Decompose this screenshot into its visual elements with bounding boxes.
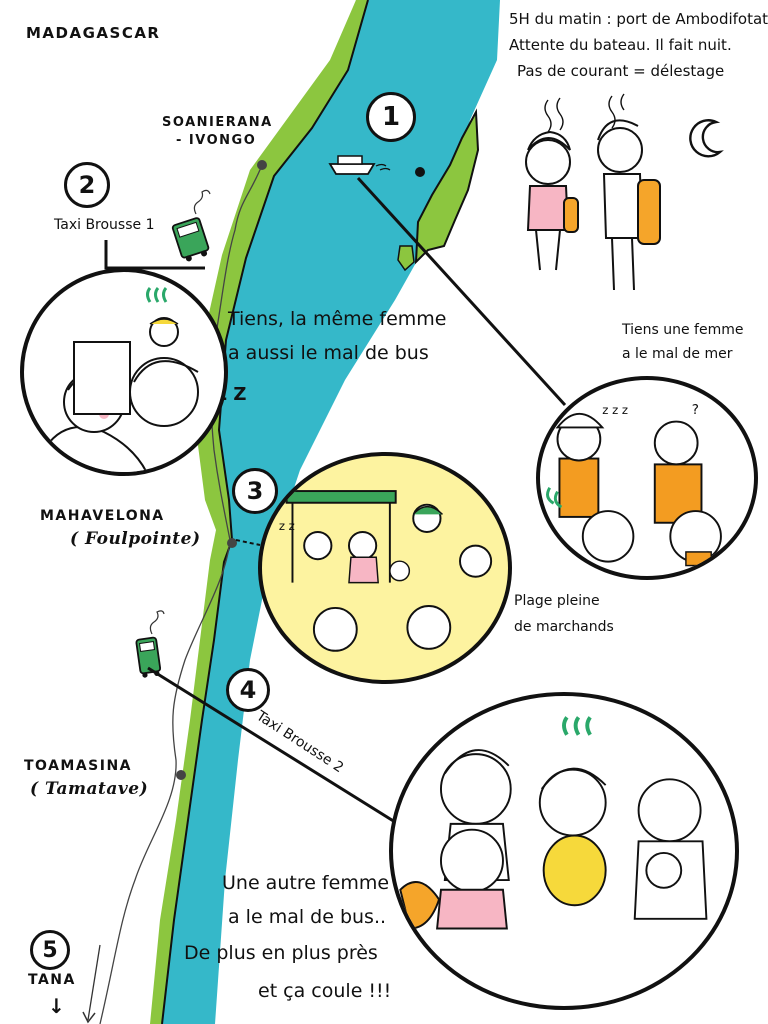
island-sainte-marie (414, 108, 480, 265)
caption-another-1: Une autre femme (222, 872, 390, 894)
connector-4 (147, 666, 396, 824)
caption-beach-1: Plage pleine (514, 593, 600, 609)
taxi2-smoke (149, 610, 165, 635)
taxi-brousse-1-icon (171, 217, 210, 262)
taxi1-smoke (193, 189, 211, 215)
step-2-badge: 2 (64, 162, 110, 208)
vignette-beach: z z (258, 452, 512, 684)
vignette-taxi-brousse-2: z z (389, 692, 739, 1010)
caption-same-woman-2: a aussi le mal de bus (228, 342, 429, 364)
tana-arrow (87, 944, 101, 1021)
step-3-badge: 3 (232, 468, 278, 514)
connector-2 (104, 240, 205, 270)
caption-seasick-2: a le mal de mer (622, 346, 733, 362)
island-sainte-marie-south (397, 245, 415, 272)
vignette-taxi-brousse-1 (20, 268, 228, 476)
place-mahavelona: MAHAVELONA (40, 508, 165, 524)
caption-another-2: a le mal de bus.. (228, 906, 387, 928)
place-soanierana: SOANIERANA (162, 115, 273, 130)
intro-line-2: Attente du bateau. Il fait nuit. (509, 36, 732, 54)
coast-line (161, 0, 369, 1024)
zzz-beach: z z (279, 519, 295, 533)
caption-another-4: et ça coule !!! (258, 980, 392, 1002)
caption-seasick-1: Tiens une femme (622, 322, 744, 338)
place-tana: TANA (28, 972, 76, 988)
seasick-scene: z z z ? (546, 402, 722, 567)
zzz-boat: z z z (602, 403, 628, 417)
intro-line-3: Pas de courant = délestage (517, 62, 725, 80)
beach-scene: z z (279, 490, 493, 652)
place-ivongo: - IVONGO (176, 133, 257, 148)
intro-line-1: 5H du matin : port de Ambodifotatra (509, 10, 768, 28)
connector-1 (356, 176, 567, 407)
caption-same-woman-1: Tiens, la même femme (228, 308, 447, 330)
place-tamatave: ( Tamatave) (30, 779, 149, 799)
tana-down-arrow: ↓ (48, 994, 65, 1018)
step-5-badge: 5 (30, 930, 70, 970)
place-toamasina: TOAMASINA (24, 758, 133, 774)
map-title: MADAGASCAR (26, 24, 161, 42)
dot-soanierana (257, 160, 267, 170)
dot-mahavelona (227, 538, 237, 548)
bus-sick-close-scene: z z (399, 716, 708, 930)
caption-taxi-brousse-1: Taxi Brousse 1 (54, 217, 155, 233)
road-route (99, 164, 263, 1024)
caption-beach-2: de marchands (514, 619, 614, 635)
step-1-badge: 1 (366, 92, 416, 142)
dot-toamasina (176, 770, 186, 780)
moon-icon (689, 119, 724, 158)
caption-another-3: De plus en plus près (184, 942, 378, 964)
coast-green (150, 0, 368, 1024)
bus-sick-scene (32, 287, 199, 472)
port-dot (415, 167, 425, 177)
taxi-brousse-2-icon (135, 636, 162, 678)
question-mark: ? (692, 402, 699, 418)
place-foulpointe: ( Foulpointe) (70, 529, 201, 549)
couple-waiting-illustration (525, 93, 661, 291)
step-4-badge: 4 (226, 668, 270, 712)
vignette-boat: z z z ? (536, 376, 758, 580)
boat-icon (328, 155, 391, 175)
